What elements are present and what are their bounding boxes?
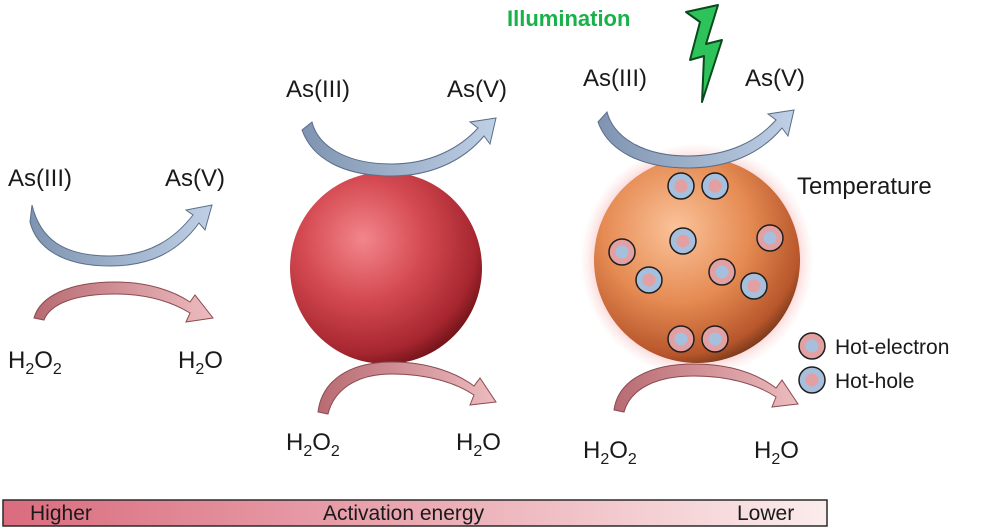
as3-label: As(III): [583, 65, 647, 92]
lightning-icon: [685, 4, 723, 103]
as5-label: As(V): [165, 165, 225, 192]
hot-electron-icon: [708, 258, 736, 286]
hot-hole-icon: [669, 227, 697, 255]
temperature-label: Temperature: [797, 173, 932, 200]
h2o2-label: H2O2: [8, 347, 62, 378]
as5-label: As(V): [745, 65, 805, 92]
panel-catalyst: As(III) As(V) H2O2 H2O: [286, 76, 507, 460]
oxidation-arrow: [301, 117, 497, 177]
reduction-arrow: [613, 363, 799, 413]
h2o-label: H2O: [178, 347, 223, 378]
hot-hole-icon: [740, 272, 768, 300]
hot-hole-icon: [635, 266, 663, 294]
panel-illuminated: Illumination As(III) As(V) H2O2 H2O Temp…: [507, 4, 949, 468]
legend-electron-label: Hot-electron: [835, 336, 949, 359]
catalyst-sphere: [290, 172, 482, 364]
energy-title-label: Activation energy: [323, 502, 485, 525]
hot-electron-icon: [701, 325, 729, 353]
hot-carriers: [608, 172, 784, 353]
h2o2-label: H2O2: [583, 437, 637, 468]
as3-label: As(III): [286, 76, 350, 103]
reduction-arrow: [317, 361, 497, 415]
reduction-arrow: [33, 281, 214, 323]
legend: Hot-electron Hot-hole: [798, 332, 949, 394]
as5-label: As(V): [447, 76, 507, 103]
hot-electron-icon: [667, 325, 695, 353]
illumination-label: Illumination: [507, 6, 630, 31]
legend-hole-icon: [798, 366, 826, 394]
hot-hole-icon: [667, 172, 695, 200]
legend-electron-icon: [798, 332, 826, 360]
activation-energy-bar: Higher Activation energy Lower: [2, 499, 828, 527]
hot-electron-icon: [608, 238, 636, 266]
as3-label: As(III): [8, 165, 72, 192]
oxidation-arrow: [597, 109, 795, 169]
panel-uncatalyzed: As(III) As(V) H2O2 H2O: [8, 165, 225, 378]
hot-electron-icon: [756, 224, 784, 252]
h2o-label: H2O: [754, 437, 799, 468]
hot-hole-icon: [701, 172, 729, 200]
h2o-label: H2O: [456, 429, 501, 460]
h2o2-label: H2O2: [286, 429, 340, 460]
energy-lower-label: Lower: [737, 502, 794, 525]
oxidation-arrow: [29, 204, 213, 267]
hot-catalyst-sphere: [594, 157, 800, 363]
energy-higher-label: Higher: [30, 502, 92, 525]
legend-hole-label: Hot-hole: [835, 370, 914, 393]
